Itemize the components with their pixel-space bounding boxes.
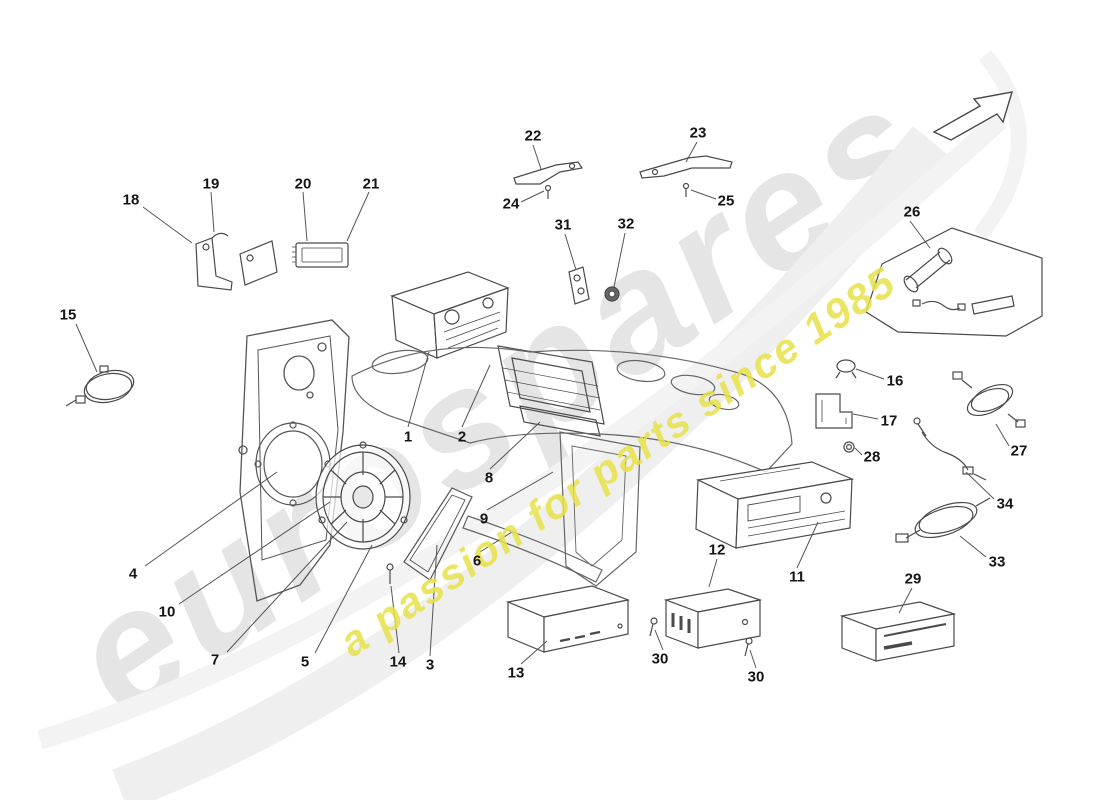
cable-33-drawing — [895, 497, 991, 543]
control-module-drawing — [663, 588, 763, 649]
bracket-17-drawing — [815, 393, 853, 429]
bracket-18-19-drawing — [195, 232, 278, 291]
radio-head-unit-drawing — [390, 271, 510, 359]
speaker-gasket-drawing — [403, 487, 473, 581]
amplifier-drawing — [505, 585, 631, 653]
cable-15-drawing — [65, 365, 135, 407]
speaker-drawing — [315, 441, 411, 550]
cable-27-drawing — [952, 371, 1026, 428]
navigation-unit-drawing — [839, 601, 957, 662]
screw-30b-drawing — [744, 637, 753, 657]
screw-30a-drawing — [649, 617, 658, 637]
rail-22-drawing — [513, 161, 584, 199]
screw-14-drawing — [386, 563, 394, 584]
radio-unit-drawing — [695, 461, 855, 549]
direction-arrow-icon — [932, 91, 1013, 141]
module-20-21-drawing — [292, 242, 349, 268]
center-console-drawing — [559, 431, 641, 587]
sensor-16-drawing — [835, 359, 857, 379]
grommet-32-drawing — [604, 286, 620, 302]
leader-lines — [75, 141, 1010, 669]
dashboard-drawing — [351, 346, 793, 473]
rail-23-drawing — [639, 155, 733, 197]
cable-34-drawing — [913, 417, 987, 481]
mounting-cage-drawing — [497, 345, 605, 437]
background-swoosh — [37, 49, 1027, 800]
retrofit-kit-drawing — [865, 227, 1043, 337]
nut-28-drawing — [843, 441, 855, 453]
sill-trim-drawing — [462, 515, 603, 583]
bracket-31-drawing — [568, 266, 590, 305]
